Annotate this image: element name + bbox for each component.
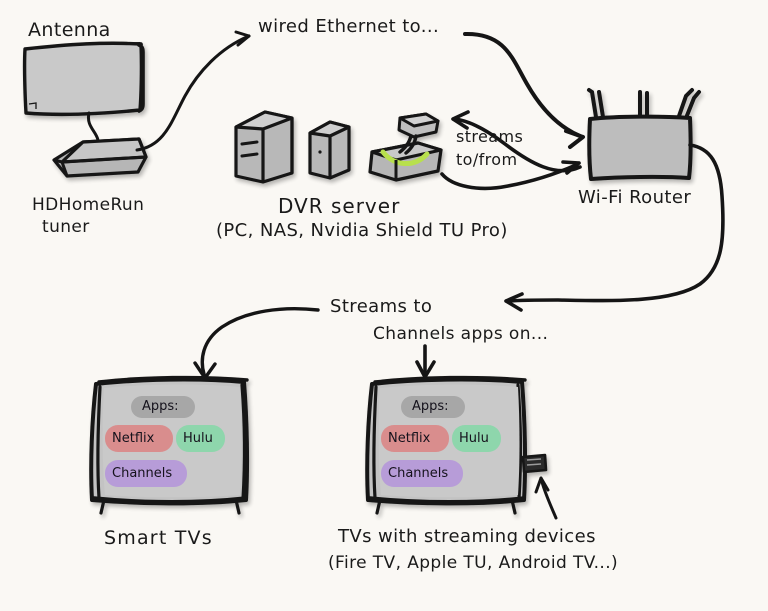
antenna-shape <box>22 41 145 117</box>
label-antenna: Antenna <box>28 19 111 41</box>
smart-tv-app-netflix: Netflix <box>112 431 155 446</box>
dvr-tower-pc-shape <box>234 110 294 184</box>
label-streams-line1: streams <box>456 127 524 146</box>
label-hdhomerun-tuner-line2: tuner <box>42 217 90 237</box>
smart-tv-app-channels: Channels <box>112 466 173 481</box>
dvr-shield-device-shape <box>368 112 443 182</box>
smart-tv-apps-header: Apps: <box>142 399 179 414</box>
streaming-tv-shape <box>365 375 548 515</box>
dvr-mini-pc-shape <box>308 120 351 180</box>
label-streams-to: Streams to <box>330 296 433 317</box>
smart-tv-shape <box>89 375 250 515</box>
hdhomerun-tuner-shape <box>52 137 148 178</box>
smart-tv-app-hulu: Hulu <box>183 431 213 446</box>
label-channels-apps-on: Channels apps on... <box>373 324 549 344</box>
streaming-tv-app-hulu: Hulu <box>459 431 489 446</box>
label-smart-tvs: Smart TVs <box>104 527 213 549</box>
label-streams-line2: to/from <box>456 150 518 169</box>
label-hdhomerun-tuner-line1: HDHomeRun <box>32 195 145 215</box>
streaming-tv-app-netflix: Netflix <box>388 431 431 446</box>
wifi-router-shape <box>587 88 701 181</box>
label-dvr-server: DVR server <box>278 194 401 218</box>
label-tvs-with-streaming-detail: (Fire TV, Apple TU, Android TV...) <box>328 553 619 573</box>
arrow-to-smart-tv <box>193 307 320 380</box>
label-wifi-router: Wi-Fi Router <box>578 187 692 208</box>
label-wired-ethernet: wired Ethernet to... <box>258 16 440 37</box>
arrow-to-streaming-stick <box>534 476 558 520</box>
arrow-ethernet-to-router <box>463 31 585 149</box>
arrow-router-from-dvr <box>440 160 581 191</box>
streaming-tv-apps-header: Apps: <box>412 399 449 414</box>
streaming-tv-app-channels: Channels <box>388 466 449 481</box>
label-tvs-with-streaming-devices: TVs with streaming devices <box>338 526 596 547</box>
arrow-to-streaming-tv <box>415 344 436 379</box>
streaming-stick-icon <box>521 453 548 474</box>
arrow-tuner-to-ethernet <box>135 30 251 152</box>
label-dvr-server-detail: (PC, NAS, Nvidia Shield TU Pro) <box>216 220 508 241</box>
arrow-router-to-tvs <box>504 143 725 312</box>
